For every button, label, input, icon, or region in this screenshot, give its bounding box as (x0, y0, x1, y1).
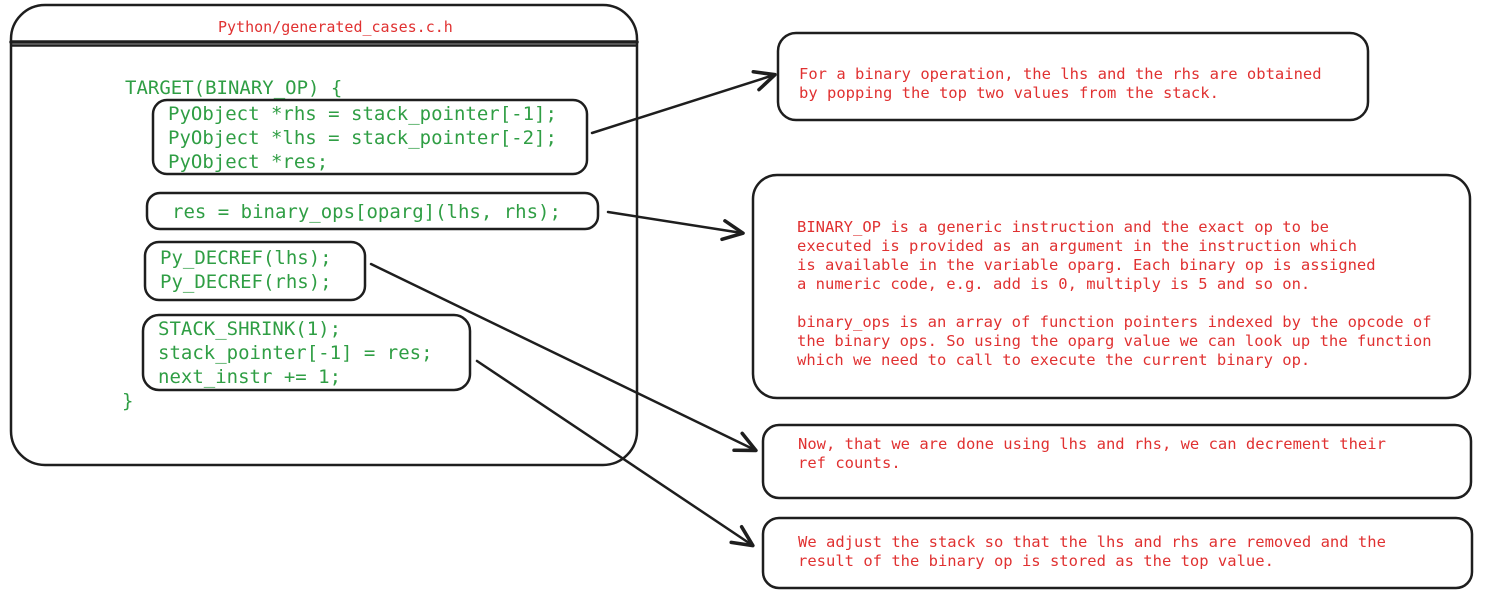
code-opening-line: TARGET(BINARY_OP) { (125, 77, 343, 99)
code-block-operands: PyObject *rhs = stack_pointer[-1]; PyObj… (168, 103, 557, 173)
note-box-decref (761, 423, 1473, 500)
note-box-dispatch (751, 173, 1472, 400)
note-stack-text: We adjust the stack so that the lhs and … (798, 533, 1386, 570)
code-window-title: Python/generated_cases.c.h (218, 18, 453, 36)
code-box-dispatch (145, 191, 600, 231)
note-box-stack (761, 516, 1474, 590)
arrow-stack (475, 359, 755, 548)
code-closing-line: } (122, 390, 134, 412)
code-box-operands (151, 98, 589, 176)
note-operands-text: For a binary operation, the lhs and the … (799, 65, 1322, 102)
code-box-stack-adjust (141, 313, 472, 392)
code-box-decref (143, 240, 367, 302)
arrow-dispatch (606, 210, 745, 242)
arrow-operands (590, 69, 777, 135)
note-box-operands (776, 31, 1370, 122)
note-dispatch-text: BINARY_OP is a generic instruction and t… (797, 218, 1432, 369)
code-block-decref: Py_DECREF(lhs); Py_DECREF(rhs); (160, 247, 332, 293)
code-window-frame (9, 3, 639, 467)
note-decref-text: Now, that we are done using lhs and rhs,… (798, 435, 1386, 472)
code-block-stack-adjust: STACK_SHRINK(1); stack_pointer[-1] = res… (158, 318, 433, 388)
arrow-decref (369, 262, 758, 453)
code-block-dispatch: res = binary_ops[oparg](lhs, rhs); (172, 201, 561, 223)
